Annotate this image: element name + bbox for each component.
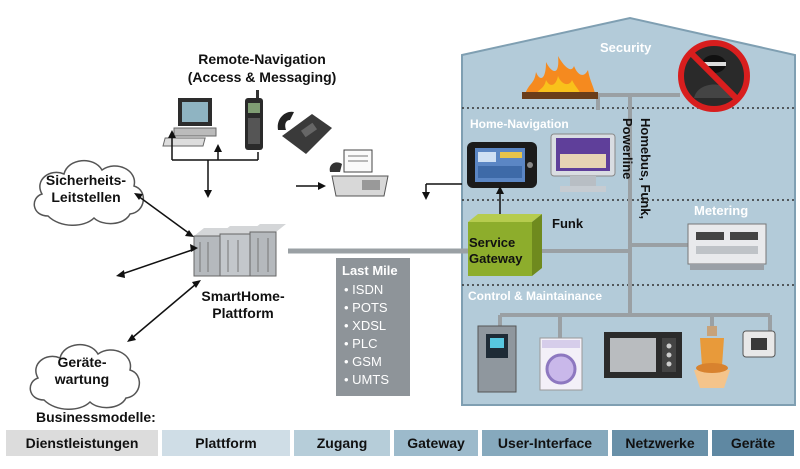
last-mile-item: • POTS [344,300,388,315]
funk-label: Funk [552,216,584,231]
segment-plattform: Plattform [162,430,290,456]
last-mile-box: Last Mile • ISDN • POTS • XDSL • PLC • G… [336,258,410,396]
last-mile-title: Last Mile [342,263,398,278]
sicherheit-label: Sicherheits-Leitstellen [45,172,127,205]
platform-label: SmartHome- Plattform [201,288,285,321]
remote-devices-group [162,90,332,198]
monitor-icon [550,133,616,192]
mobile-phone-icon [245,90,263,150]
segment-zugang: Zugang [294,430,390,456]
switch-icon [742,330,776,358]
fire-icon [522,56,598,99]
segment-gateway: Gateway [394,430,478,456]
meter-icon [687,223,767,270]
fridge-icon [477,325,517,393]
homebus-label: Homebus, Funk, Powerline [620,118,653,220]
remote-navigation-title: Remote-Navigation (Access & Messaging) [187,51,337,85]
home-navigation-label: Home-Navigation [470,117,569,131]
sicherheit-cloud [33,160,144,226]
touch-panel-icon [467,142,537,188]
metering-label: Metering [694,203,749,218]
no-burglar-icon [678,40,750,112]
last-mile-item: • XDSL [344,318,387,333]
last-mile-item: • PLC [344,336,378,351]
geraete-label: Geräte-wartung [54,354,110,387]
segment-netzwerke: Netzwerke [612,430,708,456]
lamp-icon [694,326,730,388]
telephone-icon [277,111,332,154]
fax-group [296,149,462,200]
segment-geraete: Geräte [712,430,794,456]
security-label: Security [600,40,652,55]
control-maintenance-label: Control & Maintainance [468,289,603,303]
microwave-icon [604,332,682,378]
connection-arrows [116,193,201,342]
fax-icon [329,149,389,197]
computer-icon [162,98,217,147]
washing-machine-icon [539,337,583,391]
segment-user-interface: User-Interface [482,430,608,456]
gateway-arrow [496,186,504,214]
last-mile-item: • GSM [344,354,382,369]
server-rack-icon [193,224,286,277]
businessmodelle-title: Businessmodelle: [36,409,156,425]
service-gateway-box [468,214,542,276]
service-gateway-label: Service Gateway [469,235,523,266]
geraete-cloud [29,344,140,410]
last-mile-item: • UMTS [344,372,390,387]
segment-dienstleistungen: Dienstleistungen [6,430,158,456]
last-mile-item: • ISDN [344,282,384,297]
